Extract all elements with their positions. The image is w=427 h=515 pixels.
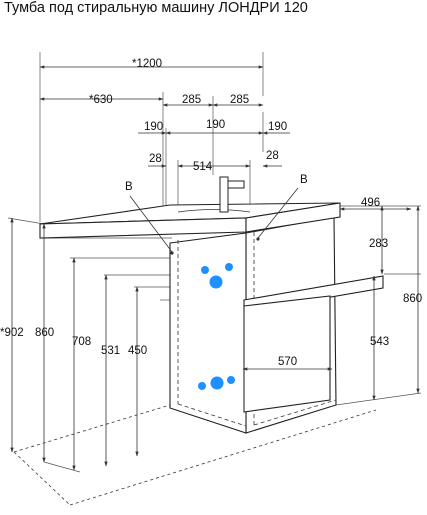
dim-450: 450 (128, 345, 147, 357)
callout-right-label: B (300, 174, 308, 186)
dim-190-center: 190 (206, 119, 225, 131)
dim-28-right: 28 (266, 150, 279, 162)
drain-marker (210, 376, 224, 390)
plumbing-markers (198, 263, 235, 390)
dim-1200: *1200 (132, 58, 162, 70)
water-supply-marker (201, 266, 209, 274)
faucet-icon (219, 176, 245, 213)
callout-left-label: B (125, 181, 133, 193)
drain-marker (227, 376, 235, 384)
page-title: Тумба под стиральную машину ЛОНДРИ 120 (4, 0, 308, 16)
countertop-side (245, 202, 341, 233)
dim-285-left: 285 (182, 94, 201, 106)
dim-28-left: 28 (149, 153, 162, 165)
basin-rim (177, 209, 251, 213)
dim-190-left: 190 (144, 121, 163, 133)
dim-860-right: 860 (403, 293, 422, 305)
dimension-lines (10, 65, 420, 473)
cabinet (39, 202, 384, 434)
water-supply-marker (225, 263, 233, 271)
dim-190-right: 190 (268, 121, 287, 133)
dim-902: *902 (0, 327, 24, 339)
dim-514: 514 (193, 161, 213, 173)
dim-285-right: 285 (230, 94, 249, 106)
dim-531: 531 (101, 345, 120, 357)
cabinet-side (169, 232, 247, 434)
drain-marker (198, 382, 206, 390)
dim-630: *630 (89, 94, 113, 106)
drain-marker (209, 275, 223, 289)
dim-860-left: 860 (35, 327, 54, 339)
lower-drawer (243, 295, 331, 413)
dim-708: 708 (72, 336, 91, 348)
dimension-labels: *1200 *630 285 285 190 190 190 28 514 28… (0, 58, 422, 368)
callout-right: B (256, 174, 308, 241)
dim-496: 496 (361, 197, 380, 209)
dim-543: 543 (370, 336, 389, 348)
dim-570: 570 (278, 356, 297, 368)
dim-283: 283 (369, 238, 388, 250)
callout-left: B (125, 181, 174, 255)
